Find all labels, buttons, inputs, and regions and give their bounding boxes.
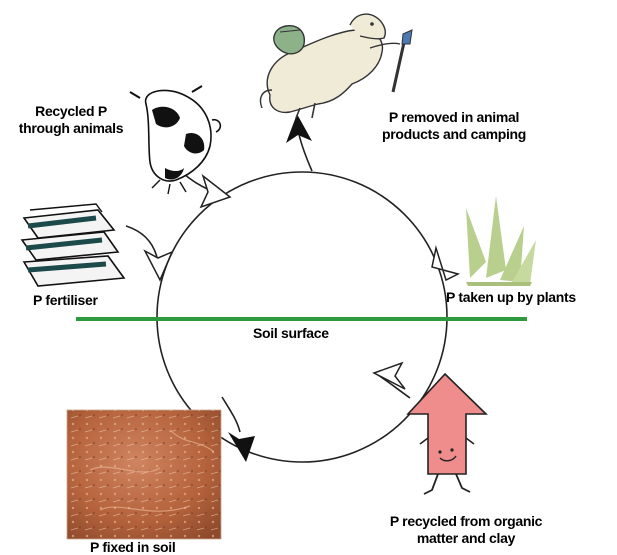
label-fixed: P fixed in soil: [90, 539, 176, 555]
fertiliser-bags-icon: [22, 204, 124, 286]
label-fertiliser: P fertiliser: [33, 292, 98, 309]
cow-icon: [130, 86, 220, 194]
label-removed: P removed in animal products and camping: [356, 109, 552, 143]
arrow-from-organic: [374, 363, 410, 398]
grass-icon: [466, 196, 536, 286]
walking-arrow-icon: [408, 374, 486, 494]
label-soil-surface: Soil surface: [253, 325, 329, 342]
label-recycled-animals: Recycled P through animals: [4, 103, 138, 137]
label-uptake: P taken up by plants: [446, 289, 576, 306]
hiking-sheep-icon: [260, 14, 412, 118]
arrow-to-removed: [286, 114, 312, 171]
arrow-plant-uptake: [432, 248, 458, 280]
label-recycled-organic: P recycled from organic matter and clay: [368, 513, 564, 547]
arrow-from-fertiliser: [126, 226, 172, 280]
soil-photo: [67, 410, 221, 539]
